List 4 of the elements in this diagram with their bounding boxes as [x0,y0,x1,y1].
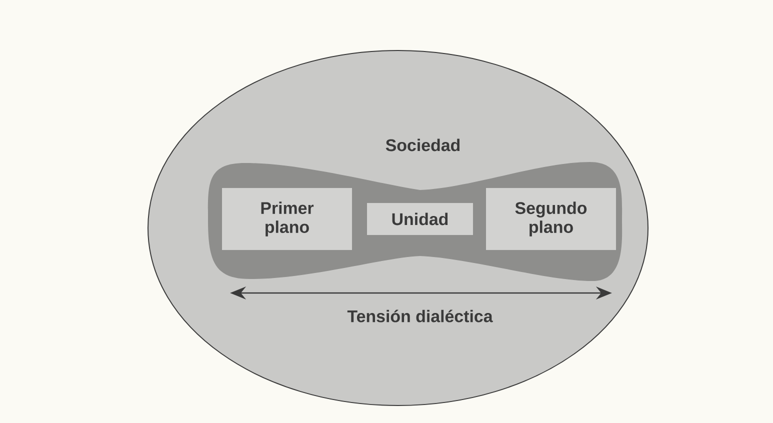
arrow-label: Tensión dialéctica [347,310,493,322]
box: Unidad [367,203,473,235]
box: Segundo plano [486,188,616,250]
box: Primer plano [222,188,352,250]
